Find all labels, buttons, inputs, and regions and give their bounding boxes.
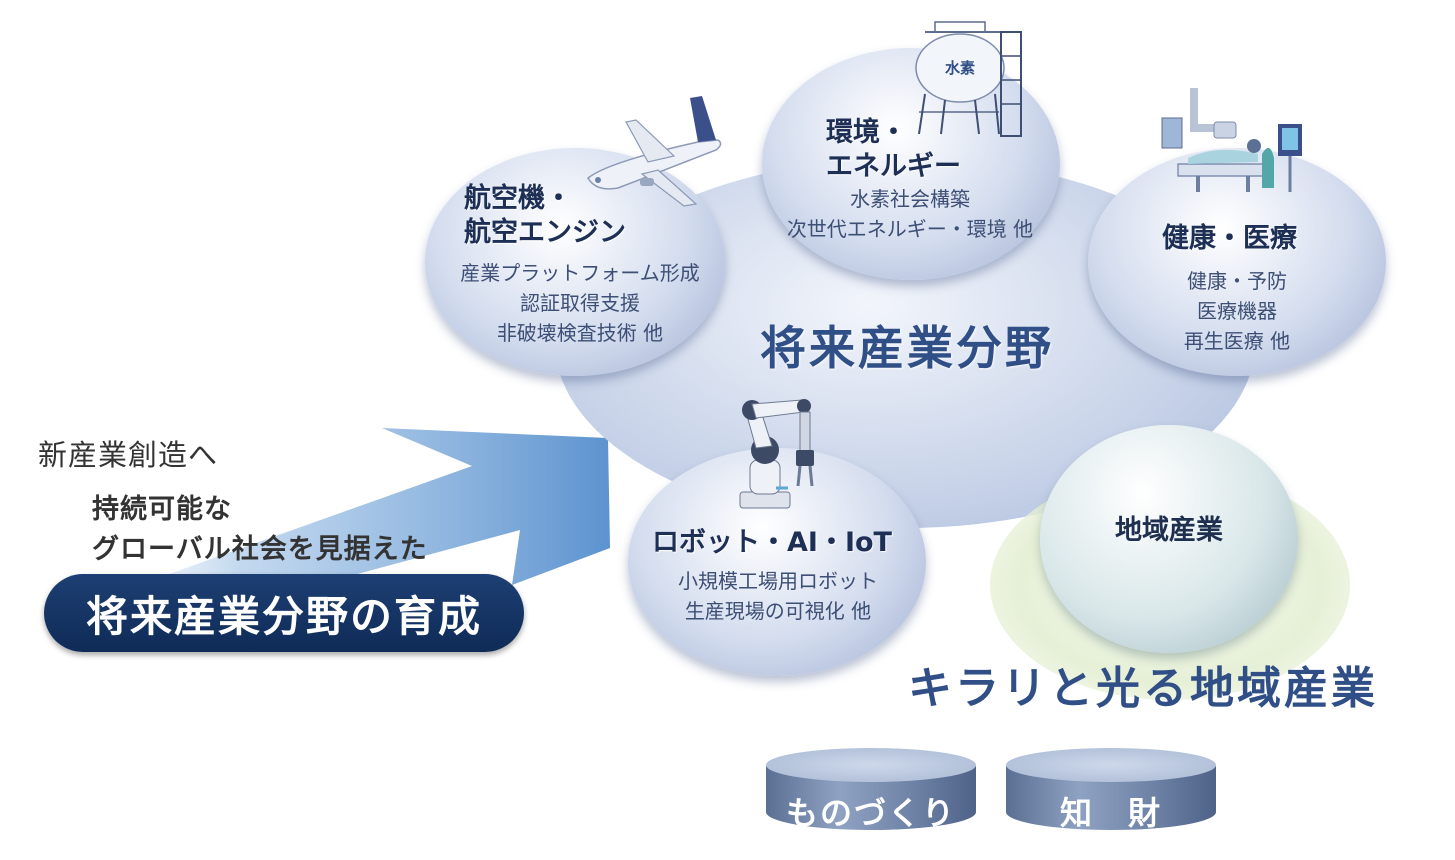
circle-energy (762, 48, 1060, 280)
cylinder-label-ip: 知 財 (1059, 794, 1162, 832)
regional-industry-title: キラリと光る地域産業 (908, 663, 1378, 714)
medical-scanner-icon (1161, 88, 1302, 192)
aerospace-title-line1: 航空機・ (464, 183, 572, 214)
circle-regional-industry (1040, 425, 1298, 653)
robot-arm-icon (739, 399, 814, 509)
aerospace-items: 産業プラットフォーム形成 認証取得支援 非破壊検査技術 他 (435, 258, 725, 348)
aerospace-item: 産業プラットフォーム形成 (460, 261, 700, 285)
cylinder-monozukuri: ものづくり (766, 748, 976, 848)
cylinder-top (766, 748, 976, 782)
aerospace-title: 航空機・ 航空エンジン (464, 182, 626, 250)
robotics-item: 小規模工場用ロボット (678, 569, 878, 593)
lead-line-2: 持続可能な (92, 494, 232, 525)
energy-title: 環境・ エネルギー (826, 116, 961, 184)
health-items: 健康・予防 医療機器 再生医療 他 (1088, 266, 1386, 356)
energy-item: 水素社会構築 (850, 187, 970, 211)
energy-item: 次世代エネルギー・環境 他 (786, 217, 1034, 241)
aerospace-item: 認証取得支援 (520, 291, 640, 315)
robotics-items: 小規模工場用ロボット 生産現場の可視化 他 (632, 566, 924, 626)
health-item: 医療機器 (1197, 299, 1277, 323)
regional-industry-label: 地域産業 (1115, 515, 1223, 546)
robotics-item: 生産現場の可視化 他 (684, 599, 872, 623)
lead-line-1: 新産業創造へ (38, 438, 219, 472)
aerospace-title-line2: 航空エンジン (464, 217, 626, 248)
cylinder-label-monozukuri: ものづくり (785, 794, 956, 832)
health-item: 健康・予防 (1187, 269, 1287, 293)
central-title: 将来産業分野 (760, 321, 1054, 375)
cylinder-ip: 知 財 (1006, 748, 1216, 848)
aerospace-item: 非破壊検査技術 他 (496, 321, 664, 345)
energy-title-line2: エネルギー (826, 151, 961, 182)
lead-line-3: グローバル社会を見据えた (92, 534, 428, 565)
tank-label: 水素 (945, 59, 975, 77)
lead-lines: 持続可能な グローバル社会を見据えた (92, 490, 428, 570)
health-item: 再生医療 他 (1183, 329, 1291, 353)
robotics-title: ロボット・AI・IoT (652, 527, 892, 558)
airplane-icon (587, 96, 722, 207)
energy-items: 水素社会構築 次世代エネルギー・環境 他 (770, 184, 1050, 244)
energy-title-line1: 環境・ (826, 117, 907, 148)
health-title: 健康・医療 (1162, 223, 1297, 254)
circle-health (1088, 148, 1386, 376)
growth-banner: 将来産業分野の育成 (44, 574, 524, 652)
hydrogen-tank-icon: 水素 (915, 21, 1022, 137)
cylinder-top (1006, 748, 1216, 782)
